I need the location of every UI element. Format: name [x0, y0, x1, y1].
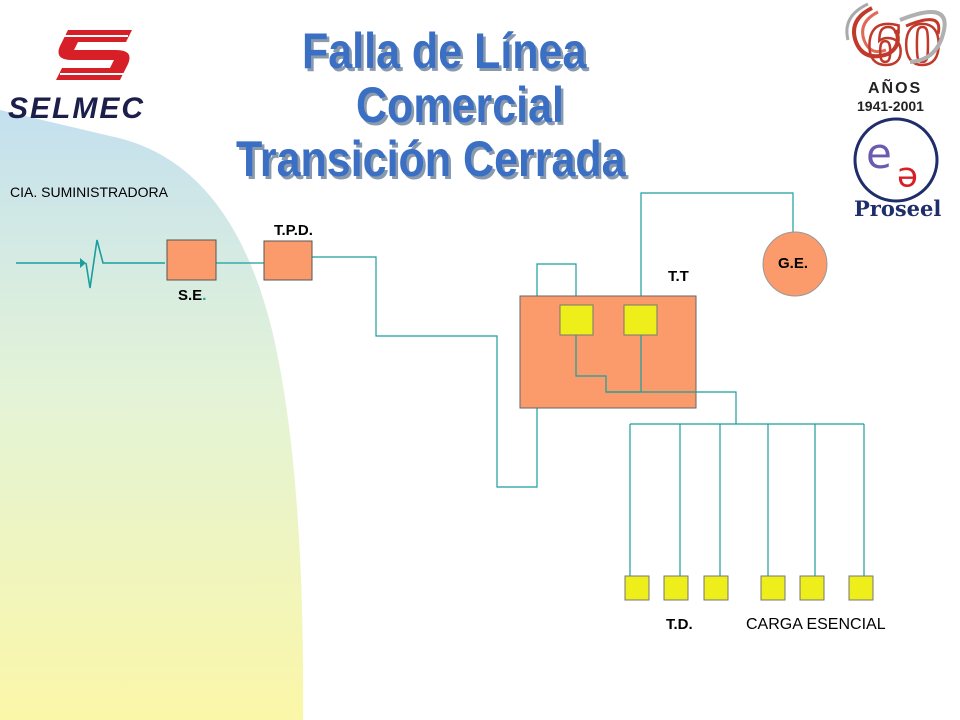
tt-switch-left — [559, 304, 594, 336]
se-label-text: S.E — [178, 287, 203, 304]
td-label: T.D. — [666, 616, 693, 633]
se-box — [166, 239, 217, 281]
ge-label: G.E. — [778, 255, 809, 272]
tt-switch-right — [623, 304, 658, 336]
proseel-wordmark: Proseel — [854, 196, 941, 221]
td-load-1 — [624, 575, 650, 601]
proseel-logo: e e Proseel — [853, 117, 941, 221]
anniversary-years: 1941-2001 — [857, 98, 924, 114]
selmec-logo: SELMEC — [8, 30, 145, 125]
slide-title-line3: Transición Cerrada — [236, 131, 626, 187]
selmec-s-mark — [56, 30, 132, 80]
carga-esencial-label: CARGA ESENCIAL — [746, 616, 886, 633]
tpd-box — [263, 240, 313, 281]
td-load-3 — [703, 575, 729, 601]
svg-text:e: e — [897, 159, 918, 199]
td-load-2 — [663, 575, 689, 601]
anniversary-logo: 60 AÑOS 1941-2001 — [845, 2, 947, 114]
td-load-6 — [848, 575, 874, 601]
td-load-4 — [760, 575, 786, 601]
supply-line — [16, 239, 165, 289]
background-gradient-panel — [0, 110, 304, 720]
td-loads — [624, 575, 874, 601]
anniversary-60: 60 — [866, 13, 941, 77]
se-label-dot: . — [202, 287, 207, 304]
selmec-wordmark: SELMEC — [8, 92, 145, 125]
tpd-label: T.P.D. — [274, 222, 313, 239]
se-label: S.E. — [178, 287, 206, 304]
supplier-label: CIA. SUMINISTRADORA — [10, 184, 168, 200]
slide-title-line1: Falla de Línea — [302, 23, 587, 79]
connector-lines — [216, 192, 865, 576]
ge-generator — [762, 231, 828, 297]
anniversary-anos: AÑOS — [868, 77, 922, 97]
svg-text:e: e — [866, 129, 892, 178]
slide-title-line2: Comercial — [356, 77, 564, 133]
td-load-5 — [799, 575, 825, 601]
tt-box — [519, 295, 697, 409]
tt-label: T.T — [668, 268, 689, 285]
tt-inner-lines — [575, 335, 696, 393]
